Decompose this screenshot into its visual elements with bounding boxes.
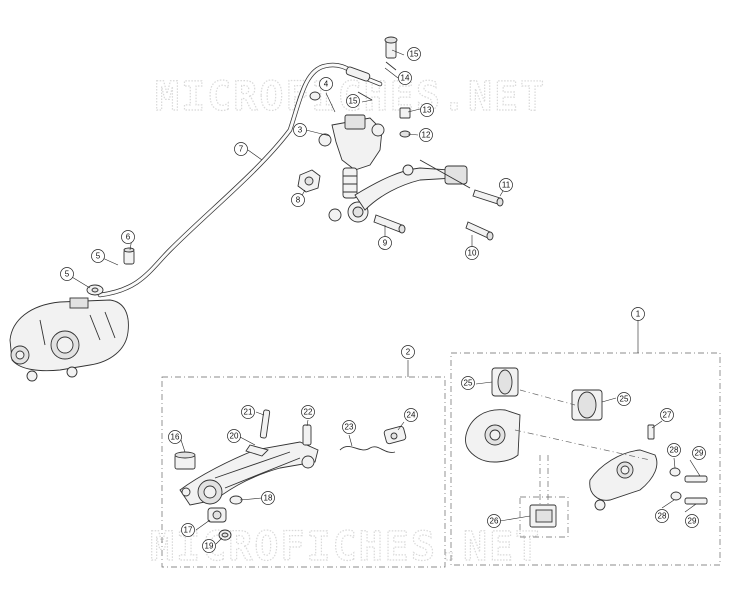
switch-24 xyxy=(383,425,407,445)
svg-text:20: 20 xyxy=(230,432,239,441)
callout-15-lower: 15 xyxy=(346,94,360,108)
svg-text:21: 21 xyxy=(244,408,253,417)
svg-text:16: 16 xyxy=(171,433,180,442)
svg-text:22: 22 xyxy=(304,408,313,417)
callout-3: 3 xyxy=(293,123,307,137)
callout-9: 9 xyxy=(378,236,392,250)
callout-19: 19 xyxy=(202,539,216,553)
leaders xyxy=(66,49,701,545)
callout-24: 24 xyxy=(404,408,418,422)
svg-text:19: 19 xyxy=(205,542,214,551)
svg-text:5: 5 xyxy=(96,252,101,261)
svg-text:23: 23 xyxy=(345,423,354,432)
group-box-2 xyxy=(161,376,446,568)
svg-text:28: 28 xyxy=(658,512,667,521)
svg-text:14: 14 xyxy=(401,74,410,83)
svg-text:10: 10 xyxy=(468,249,477,258)
assembly-lines xyxy=(514,389,651,505)
callout-13: 13 xyxy=(420,103,434,117)
callout-29-upper: 29 xyxy=(692,446,706,460)
svg-text:4: 4 xyxy=(324,80,329,89)
callout-23: 23 xyxy=(342,420,356,434)
callout-21: 21 xyxy=(241,405,255,419)
piston-25a xyxy=(491,367,519,397)
callout-1: 1 xyxy=(631,307,645,321)
callout-12: 12 xyxy=(419,128,433,142)
callout-26: 26 xyxy=(487,514,501,528)
svg-text:28: 28 xyxy=(670,446,679,455)
callout-16: 16 xyxy=(168,430,182,444)
callout-28-upper: 28 xyxy=(667,443,681,457)
pin-10 xyxy=(465,221,494,241)
callout-2: 2 xyxy=(401,345,415,359)
caliper-body xyxy=(589,449,658,511)
svg-text:5: 5 xyxy=(65,270,70,279)
callout-25-right: 25 xyxy=(617,392,631,406)
callout-20: 20 xyxy=(227,429,241,443)
callout-4: 4 xyxy=(319,77,333,91)
callout-27: 27 xyxy=(660,408,674,422)
svg-text:8: 8 xyxy=(296,196,301,205)
svg-text:11: 11 xyxy=(502,181,511,190)
svg-text:25: 25 xyxy=(464,379,473,388)
spring-23 xyxy=(339,446,396,453)
master-cylinder xyxy=(318,114,385,223)
rear-caliper xyxy=(9,297,129,382)
banjo-fitting xyxy=(86,284,104,296)
callout-28-lower: 28 xyxy=(655,509,669,523)
callout-14: 14 xyxy=(398,71,412,85)
callout-11: 11 xyxy=(499,178,513,192)
svg-text:15: 15 xyxy=(349,97,358,106)
svg-text:6: 6 xyxy=(126,233,131,242)
callout-18: 18 xyxy=(261,491,275,505)
brake-pads-26 xyxy=(519,496,569,538)
svg-text:9: 9 xyxy=(383,239,388,248)
brake-pedal-top xyxy=(354,159,471,211)
callout-17: 17 xyxy=(181,523,195,537)
svg-text:17: 17 xyxy=(184,526,193,535)
piston-25b xyxy=(571,389,603,421)
svg-text:13: 13 xyxy=(423,106,432,115)
bolts-28-29 xyxy=(669,467,708,505)
pin-9 xyxy=(373,214,406,234)
clevis-17 xyxy=(207,507,227,523)
caliper-bracket xyxy=(465,409,521,463)
svg-text:27: 27 xyxy=(663,411,672,420)
bleeder-27 xyxy=(647,424,655,440)
reservoir-fittings xyxy=(309,36,411,138)
svg-text:25: 25 xyxy=(620,395,629,404)
svg-text:18: 18 xyxy=(264,494,273,503)
callout-6: 6 xyxy=(121,230,135,244)
callout-7: 7 xyxy=(234,142,248,156)
callout-8: 8 xyxy=(291,193,305,207)
callout-10: 10 xyxy=(465,246,479,260)
svg-text:7: 7 xyxy=(239,145,244,154)
bushing-16 xyxy=(174,451,196,470)
brake-pedal xyxy=(179,409,319,506)
callout-29-lower: 29 xyxy=(685,514,699,528)
callout-15-upper: 15 xyxy=(407,47,421,61)
callout-22: 22 xyxy=(301,405,315,419)
svg-text:15: 15 xyxy=(410,50,419,59)
svg-text:24: 24 xyxy=(407,411,416,420)
callout-5-lower: 5 xyxy=(60,267,74,281)
clip-19 xyxy=(218,529,232,541)
group-box-1 xyxy=(450,352,721,566)
banjo-bolt xyxy=(123,247,135,265)
svg-text:29: 29 xyxy=(695,449,704,458)
brake-hose xyxy=(97,62,383,298)
pin-11 xyxy=(472,189,504,207)
svg-text:12: 12 xyxy=(422,131,431,140)
svg-text:29: 29 xyxy=(688,517,697,526)
svg-text:2: 2 xyxy=(406,348,411,357)
nut-8 xyxy=(297,169,321,193)
svg-text:3: 3 xyxy=(298,126,303,135)
callout-5-upper: 5 xyxy=(91,249,105,263)
svg-text:1: 1 xyxy=(636,310,641,319)
callout-25-left: 25 xyxy=(461,376,475,390)
svg-text:26: 26 xyxy=(490,517,499,526)
